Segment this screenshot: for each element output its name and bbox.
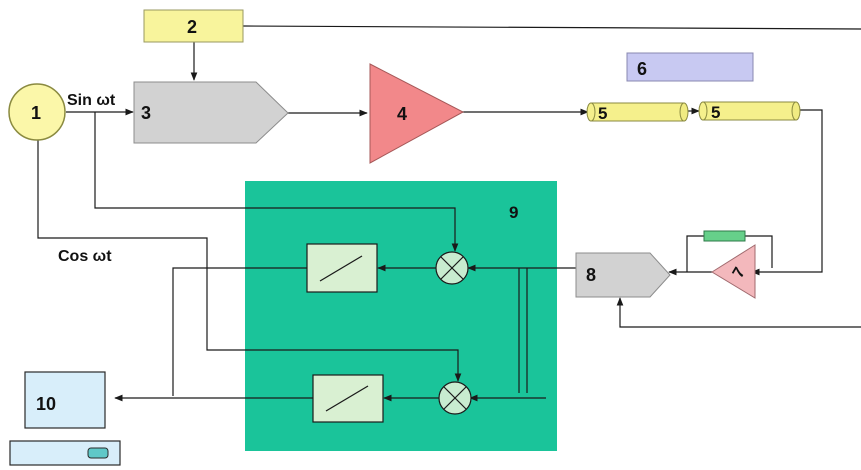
block-5b-label: 5 [711,103,720,122]
mixer-bottom [438,381,472,415]
wire-sin-to-mixer [94,112,459,252]
block-8-shape [575,252,671,298]
mixer-top [435,251,469,285]
block-9-label: 9 [509,203,518,222]
block-1-label: 1 [31,103,41,123]
cos-label: Cos ωt [58,248,112,265]
amplifier-triangle [369,63,465,164]
block-3-label: 3 [141,103,151,123]
block-4-label: 4 [397,104,407,124]
wire-cos-to-mixer [37,140,462,382]
preamp-triangle [711,244,756,299]
oscillator-circle [8,83,66,141]
wire-ref-to-8 [616,297,861,328]
block-10-label: 10 [36,394,56,414]
wire-filter-top-out [172,267,307,396]
block-5a-label: 5 [598,104,607,123]
resistor [703,230,746,242]
filter-top [306,243,378,293]
block-2-box [143,9,244,43]
sin-label: Sin ωt [67,92,116,109]
sample-cell-1 [586,102,689,122]
block-6-box [626,52,754,82]
sample-cell-2 [698,101,801,121]
block-2-label: 2 [187,17,197,37]
block-8-label: 8 [586,265,596,285]
block-3-shape [133,81,289,144]
wire-5-to-7 [751,109,823,276]
filter-bottom [312,374,384,423]
wire-2-right [242,25,861,30]
demodulator-panel [245,181,557,451]
block-6-label: 6 [637,59,647,79]
computer-icon [9,371,121,466]
